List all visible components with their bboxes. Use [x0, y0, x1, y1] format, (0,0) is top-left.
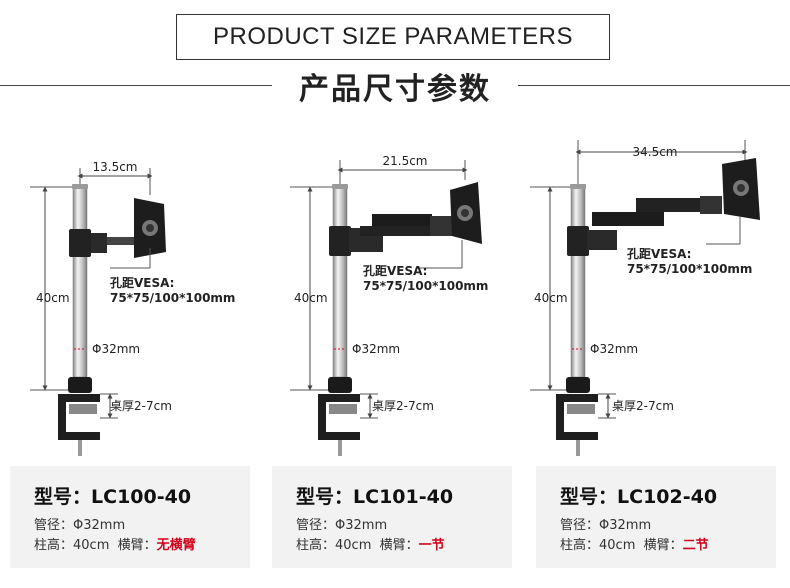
- pipe-value: Φ32mm: [335, 518, 388, 533]
- arm-width-label: 21.5cm: [382, 154, 427, 168]
- subtitle-row: 产品尺寸参数: [0, 64, 790, 107]
- pipe-spec: 管径：Φ32mm: [560, 514, 651, 533]
- diameter-label: Φ32mm: [590, 342, 638, 356]
- diameter-label: Φ32mm: [352, 342, 400, 356]
- divider-right: [518, 85, 790, 86]
- arm-width-label: 13.5cm: [92, 160, 137, 174]
- model-line: 型号：LC100-40: [34, 482, 191, 509]
- vesa-plate: [722, 158, 760, 220]
- vesa-label: 孔距VESA:: [627, 247, 691, 261]
- pipe-spec: 管径：Φ32mm: [34, 514, 125, 533]
- model-label: 型号：: [560, 486, 618, 508]
- model-number: LC102-40: [617, 486, 718, 508]
- vesa-plate: [107, 198, 166, 258]
- desk-label: 桌厚2-7cm: [612, 399, 674, 413]
- height-label: 40cm: [534, 291, 568, 305]
- clamp-plate: [329, 404, 357, 414]
- pole-cap: [72, 184, 88, 189]
- clamp-screw: [338, 440, 342, 456]
- column-value: 40cm: [599, 538, 636, 553]
- pipe-label: 管径：: [296, 518, 336, 533]
- height-label: 40cm: [36, 291, 70, 305]
- column-label: 柱高：: [296, 538, 336, 553]
- desk-label: 桌厚2-7cm: [372, 399, 434, 413]
- model-label: 型号：: [296, 486, 354, 508]
- arm-value: 无横臂: [156, 538, 196, 553]
- product-1-drawing: 13.5cm 40cm Φ32mm 桌厚2-7cm: [30, 160, 235, 456]
- clamp-plate: [567, 404, 595, 414]
- arm-value: 一节: [418, 538, 445, 553]
- arm-label: 横臂：: [379, 538, 419, 553]
- model-number: LC100-40: [91, 486, 192, 508]
- pipe-label: 管径：: [560, 518, 600, 533]
- vesa-value: 75*75/100*100mm: [627, 262, 752, 276]
- diameter-label: Φ32mm: [92, 342, 140, 356]
- product-diagram: 13.5cm 40cm Φ32mm 桌厚2-7cm: [30, 140, 760, 456]
- model-line: 型号：LC101-40: [296, 482, 453, 509]
- spec-card-1: 型号：LC100-40 管径：Φ32mm 柱高：40cm 横臂：无横臂: [10, 466, 250, 568]
- collar: [69, 229, 91, 257]
- column-arm-spec: 柱高：40cm 横臂：二节: [560, 534, 709, 553]
- collar: [567, 226, 589, 256]
- arm-label: 横臂：: [117, 538, 157, 553]
- model-line: 型号：LC102-40: [560, 482, 717, 509]
- column-arm-spec: 柱高：40cm 横臂：一节: [296, 534, 445, 553]
- pipe-value: Φ32mm: [599, 518, 652, 533]
- desk-label: 桌厚2-7cm: [110, 399, 172, 413]
- desk-clamp: [556, 394, 598, 440]
- column-arm-spec: 柱高：40cm 横臂：无横臂: [34, 534, 196, 553]
- vesa-label: 孔距VESA:: [110, 276, 174, 290]
- product-2-drawing: 21.5cm 40cm Φ32mm 桌厚2-7cm 孔距: [290, 154, 488, 456]
- tilt-joint: [91, 233, 107, 253]
- desk-clamp: [318, 394, 360, 440]
- clamp-screw: [78, 440, 82, 456]
- desk-clamp: [58, 394, 100, 440]
- arm-value: 二节: [682, 538, 709, 553]
- swing-arm: [349, 214, 452, 252]
- page-title-en: PRODUCT SIZE PARAMETERS: [176, 14, 610, 60]
- pole-cap: [332, 184, 348, 189]
- pole-cap: [570, 184, 586, 189]
- base-collar: [566, 377, 590, 393]
- spec-card-3: 型号：LC102-40 管径：Φ32mm 柱高：40cm 横臂：二节: [536, 466, 776, 568]
- column-label: 柱高：: [34, 538, 74, 553]
- model-number: LC101-40: [353, 486, 454, 508]
- product-3-drawing: 34.5cm 40cm Φ32mm 桌厚2-7cm 孔距VESA:: [530, 140, 760, 456]
- column-label: 柱高：: [560, 538, 600, 553]
- arm-label: 横臂：: [643, 538, 683, 553]
- spec-card-2: 型号：LC101-40 管径：Φ32mm 柱高：40cm 横臂：一节: [272, 466, 512, 568]
- collar: [329, 226, 351, 256]
- divider-left: [0, 85, 272, 86]
- vesa-plate: [450, 182, 482, 244]
- arm-width-label: 34.5cm: [632, 145, 677, 159]
- column-value: 40cm: [73, 538, 110, 553]
- column-value: 40cm: [335, 538, 372, 553]
- clamp-screw: [576, 440, 580, 456]
- swing-arm: [587, 196, 722, 250]
- pipe-value: Φ32mm: [73, 518, 126, 533]
- base-collar: [328, 377, 352, 393]
- vesa-label: 孔距VESA:: [363, 264, 427, 278]
- pipe-label: 管径：: [34, 518, 74, 533]
- page-title-cn: 产品尺寸参数: [299, 72, 491, 107]
- vesa-value: 75*75/100*100mm: [110, 291, 235, 305]
- height-label: 40cm: [294, 291, 328, 305]
- clamp-plate: [69, 404, 97, 414]
- base-collar: [68, 377, 92, 393]
- model-label: 型号：: [34, 486, 92, 508]
- vesa-value: 75*75/100*100mm: [363, 279, 488, 293]
- pipe-spec: 管径：Φ32mm: [296, 514, 387, 533]
